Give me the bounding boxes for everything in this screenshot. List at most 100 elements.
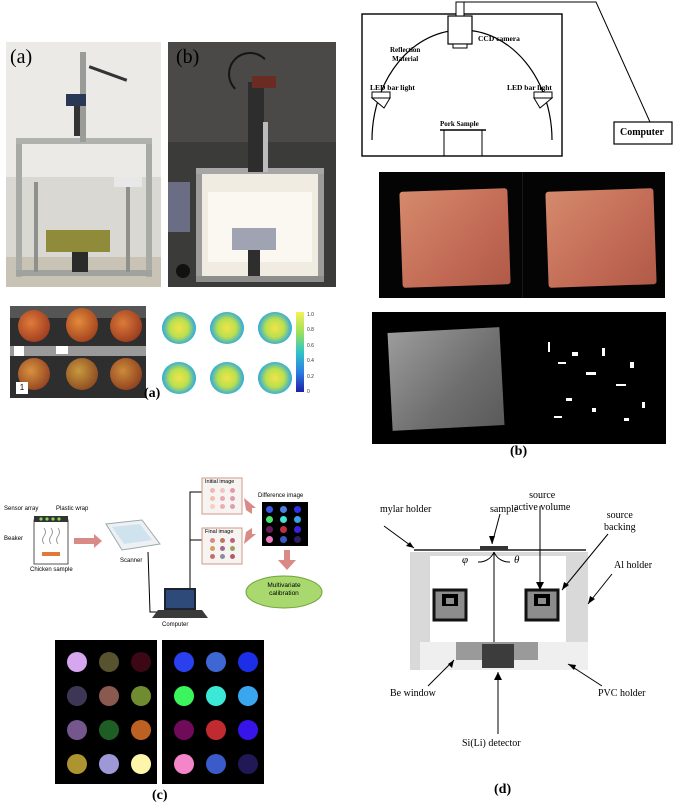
sensor-spot	[67, 754, 87, 774]
photo-setup-a: (a)	[6, 42, 161, 287]
card-spot	[220, 538, 225, 543]
card-spot	[210, 546, 215, 551]
detector-label: Si(Li) detector	[462, 738, 521, 749]
card-spot	[220, 488, 225, 493]
card-spot	[210, 538, 215, 543]
ccd-camera-label: CCD camera	[478, 34, 520, 43]
mylar-holder-label: mylar holder	[380, 504, 432, 515]
tomato-photo: 1	[10, 306, 146, 398]
source-backing-line2: backing	[604, 522, 636, 533]
source-backing-line1: source	[606, 510, 633, 521]
be-window-label: Be window	[390, 688, 436, 699]
sensor-spot	[238, 652, 258, 672]
colorbar-tick: 0.6	[307, 342, 314, 349]
sensor-spot	[174, 652, 194, 672]
sensor-spot	[238, 720, 258, 740]
pork-sample-label: Pork Sample	[440, 120, 479, 128]
card-spot	[210, 554, 215, 559]
sensor-spot	[99, 686, 119, 706]
card-spot	[230, 538, 235, 543]
card-spot	[210, 504, 215, 509]
card-spot	[220, 504, 225, 509]
xray-detector-diagram	[383, 506, 613, 734]
sensor-spot	[131, 754, 151, 774]
plastic-wrap-label: Plastic wrap	[56, 506, 89, 512]
sensor-spot	[131, 720, 151, 740]
colorbar-tick: 0.4	[307, 358, 314, 365]
reflection-label-line2: Material	[392, 55, 419, 63]
colorbar-tick: 1.0	[307, 312, 314, 318]
colorbar	[296, 312, 304, 392]
panel-d-caption: (d)	[494, 782, 512, 797]
sensor-spot	[206, 754, 226, 774]
sensor-array-label: Sensor array	[4, 506, 39, 512]
sensor-spot	[131, 686, 151, 706]
led-right-label: LED bar light	[507, 83, 552, 92]
panel-c-caption: (c)	[152, 788, 168, 803]
card-spot	[266, 536, 273, 543]
sensor-color-grid-left	[55, 640, 157, 784]
scanner-label: Scanner	[120, 558, 143, 564]
pvc-holder-label: PVC holder	[598, 688, 646, 699]
sensor-spot	[67, 652, 87, 672]
colorbar-tick: 0.2	[307, 373, 314, 380]
final-image-label: Final image	[205, 529, 234, 535]
difference-image-label: Difference image	[258, 493, 304, 499]
source-active-line1: source	[529, 490, 556, 501]
computer-label: Computer	[620, 127, 664, 138]
colorbar-tick: 0	[307, 389, 310, 396]
reflection-label: Reflection Material	[390, 46, 420, 64]
card-spot	[210, 488, 215, 493]
card-spot	[266, 526, 273, 533]
card-spot	[230, 554, 235, 559]
card-spot	[220, 546, 225, 551]
card-spot	[280, 506, 287, 513]
card-spot	[280, 526, 287, 533]
multivariate-label-line2: calibration	[269, 590, 299, 597]
pork-processed-images	[372, 312, 666, 444]
chicken-sample-label: Chicken sample	[30, 567, 73, 573]
card-spot	[266, 516, 273, 523]
card-spot	[266, 506, 273, 513]
panel-a-caption: (a)	[144, 386, 161, 401]
card-spot	[294, 536, 301, 543]
sensor-spot	[174, 720, 194, 740]
card-spot	[280, 516, 287, 523]
card-spot	[210, 496, 215, 501]
al-holder-label: Al holder	[614, 560, 653, 571]
card-spot	[294, 516, 301, 523]
source-backing-label: source backing	[604, 510, 636, 534]
multivariate-label: Multivariate calibration	[246, 582, 322, 598]
sensor-spot	[99, 652, 119, 672]
card-spot	[230, 546, 235, 551]
led-left-label: LED bar light	[370, 83, 415, 92]
reflection-label-line1: Reflection	[390, 46, 421, 54]
sensor-spot	[67, 686, 87, 706]
panel-a: (a) (b) 1	[0, 0, 340, 410]
panel-b-caption: (b)	[510, 444, 528, 459]
pork-color-images	[379, 172, 665, 298]
heatmap-spots	[156, 306, 306, 398]
photo-setup-b: (b)	[168, 42, 336, 287]
computer-label: Computer	[162, 622, 189, 628]
tomato-tag: 1	[16, 382, 28, 394]
panel-b: CCD camera Reflection Material LED bar l…	[350, 0, 676, 460]
panel-c: Sensor array Plastic wrap Beaker Chicken…	[0, 464, 340, 803]
photo-b-label: (b)	[176, 46, 200, 68]
beaker-label: Beaker	[4, 536, 24, 542]
source-active-volume-label: source active volume	[514, 490, 570, 514]
card-spot	[230, 504, 235, 509]
card-dot-layer	[0, 464, 340, 634]
sensor-spot	[131, 652, 151, 672]
photo-a-label: (a)	[10, 46, 33, 68]
sensor-color-grid-right	[162, 640, 264, 784]
colorbar-tick: 0.8	[307, 327, 314, 334]
sensor-spot	[99, 720, 119, 740]
card-spot	[230, 496, 235, 501]
sensor-spot	[238, 754, 258, 774]
sensor-spot	[99, 754, 119, 774]
card-spot	[294, 526, 301, 533]
card-spot	[280, 536, 287, 543]
sensor-spot	[206, 720, 226, 740]
colorimetric-workflow	[33, 477, 323, 618]
